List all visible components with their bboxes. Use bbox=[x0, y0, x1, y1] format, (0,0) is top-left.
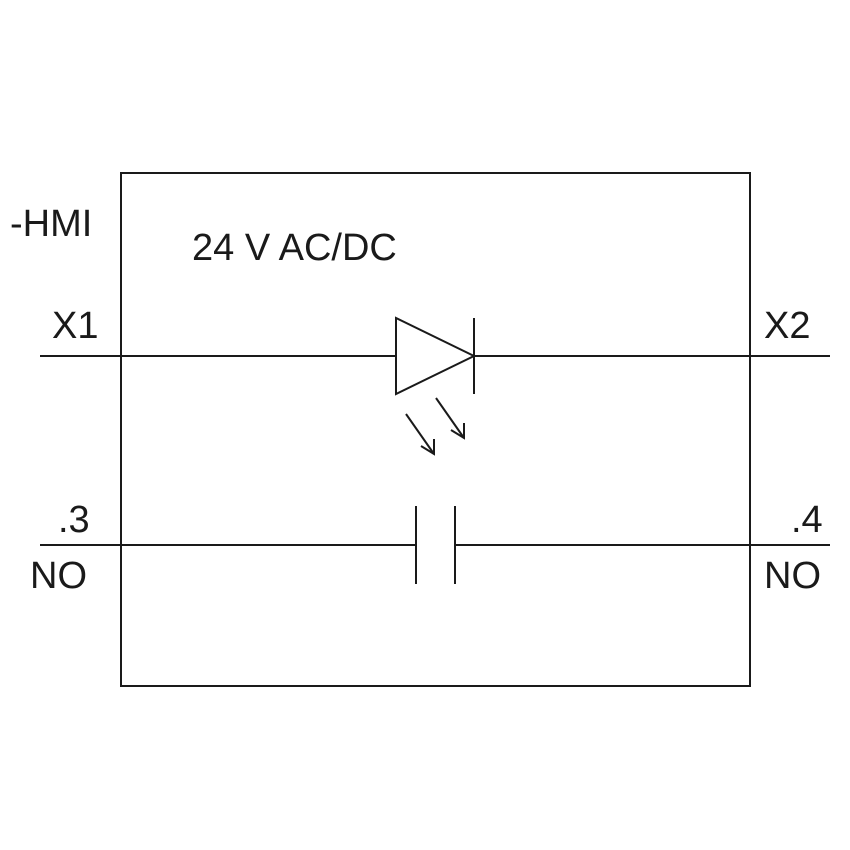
device-enclosure bbox=[120, 172, 751, 687]
no-contact-icon bbox=[415, 506, 456, 584]
voltage-label: 24 V AC/DC bbox=[192, 227, 397, 269]
terminal-x2-label: X2 bbox=[764, 305, 810, 347]
contact-right-type-label: NO bbox=[764, 555, 821, 597]
light-emission-arrows-icon bbox=[405, 397, 465, 456]
device-tag-label: -HMI bbox=[10, 203, 92, 245]
led-diode-icon bbox=[395, 316, 477, 396]
contact-left-type-label: NO bbox=[30, 555, 87, 597]
terminal-x1-label: X1 bbox=[52, 305, 98, 347]
contact-right-number-label: .4 bbox=[791, 499, 823, 541]
contact-left-number-label: .3 bbox=[58, 499, 90, 541]
